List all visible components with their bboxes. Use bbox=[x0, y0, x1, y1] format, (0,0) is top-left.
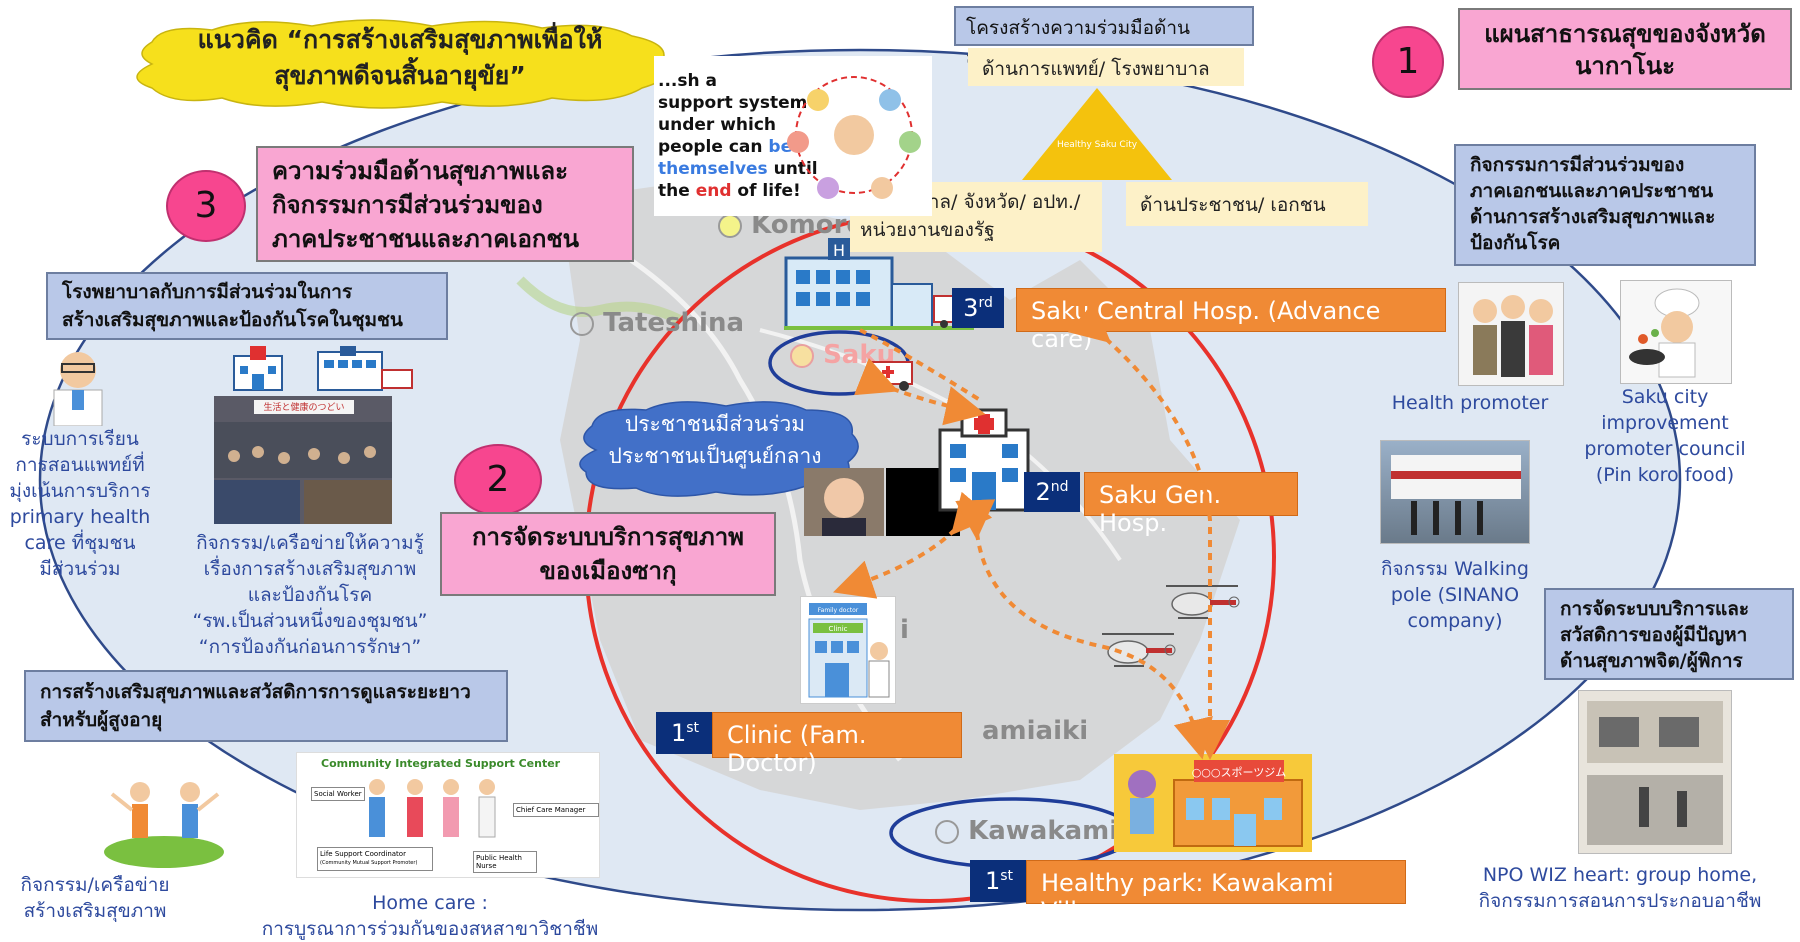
section1-activities: กิจกรรมการมีส่วนร่วมของ ภาคเอกชนและภาคปร… bbox=[1454, 144, 1756, 266]
section2-number: 2 bbox=[454, 444, 542, 516]
svg-text:Family doctor: Family doctor bbox=[818, 607, 859, 614]
section2-title: การจัดระบบบริการสุขภาพ ของเมืองซากุ bbox=[440, 512, 776, 596]
level-1st-clinic-label: Clinic (Fam. Doctor) bbox=[712, 712, 962, 777]
teaching-system-label: ระบบการเรียน การสอนแพทย์ที่ มุ่งเน้นการบ… bbox=[9, 428, 151, 580]
level-1st-park-label: Healthy park: Kawakami Village bbox=[1026, 860, 1406, 925]
map-label-i: i bbox=[900, 615, 909, 645]
section1-number: 1 bbox=[1372, 26, 1444, 98]
support-system-text: ...sh a support system under which peopl… bbox=[658, 71, 818, 201]
sports-gym-image: ○○○スポーツジム bbox=[1114, 754, 1312, 852]
hospital-participation-box: โรงพยาบาลกับการมีส่วนร่วมในการ สร้างเสริ… bbox=[46, 272, 448, 340]
health-promoter-label: Health promoter bbox=[1391, 392, 1549, 414]
health-promotion-network-label: กิจกรรม/เครือข่าย สร้างเสริมสุขภาพ bbox=[20, 874, 170, 922]
exercise-seniors-icon bbox=[104, 782, 224, 868]
section1-title: แผนสาธารณสุขของจังหวัด นากาโนะ bbox=[1458, 8, 1792, 90]
health-promoter-image bbox=[1458, 282, 1564, 386]
section3-title: ความร่วมมือด้านสุขภาพและ กิจกรรมการมีส่ว… bbox=[256, 146, 634, 262]
large-hospital-icon bbox=[317, 346, 413, 391]
structure-medical: ด้านการแพทย์/ โรงพยาบาล bbox=[968, 48, 1244, 86]
home-care-label: Home care : การบูรณาการร่วมกันของสหสาขาว… bbox=[261, 892, 599, 940]
concept-title: แนวคิด “การสร้างเสริมสุขภาพเพื่อให้ สุขภ… bbox=[197, 25, 603, 90]
svg-text:○○○スポーツジム: ○○○スポーツジム bbox=[1192, 766, 1287, 779]
walking-pole-label: กิจกรรม Walking pole (SINANO company) bbox=[1381, 558, 1529, 632]
knowledge-network-label: กิจกรรม/เครือข่ายให้ความรู้ เรื่องการสร้… bbox=[192, 532, 428, 658]
level-3rd-badge: 3rd bbox=[952, 288, 1004, 328]
structure-private: ด้านประชาชน/ เอกชน bbox=[1126, 182, 1368, 226]
doctor-icon bbox=[53, 352, 103, 426]
map-label-kawakami: Kawakami bbox=[935, 816, 1118, 846]
central-hospital-icon: H bbox=[784, 238, 974, 330]
clinic-image: Family doctor Clinic bbox=[800, 596, 896, 704]
structure-title: โครงสร้างความร่วมมือด้านสุขภาพ bbox=[954, 6, 1254, 69]
level-1st-park-badge: 1st bbox=[970, 860, 1028, 902]
small-hospital-icon bbox=[233, 346, 283, 391]
mental-health-box: การจัดระบบบริการและ สวัสดิการของผู้มีปัญ… bbox=[1544, 588, 1794, 680]
elderly-care-box: การสร้างเสริมสุขภาพและสวัสดิการการดูแลระ… bbox=[24, 670, 508, 742]
council-label: Saku city improvement promoter council (… bbox=[1584, 386, 1746, 486]
community-event-photo: 生活と健康のつどい bbox=[214, 396, 392, 524]
section3-number: 3 bbox=[166, 170, 246, 242]
svg-text:Clinic: Clinic bbox=[828, 625, 847, 633]
chef-image bbox=[1620, 280, 1732, 384]
svg-text:H: H bbox=[833, 241, 845, 260]
pyramid-label: Healthy Saku City bbox=[1056, 140, 1138, 150]
npo-label: NPO WIZ heart: group home, กิจกรรมการสอน… bbox=[1478, 864, 1762, 912]
group-home-image bbox=[1578, 690, 1732, 854]
participation-cloud bbox=[579, 401, 859, 497]
level-1st-clinic-badge: 1st bbox=[656, 712, 714, 754]
map-label-tateshina: Tateshina bbox=[570, 308, 744, 338]
community-circle-icon bbox=[787, 76, 921, 199]
participation-cloud-text: ประชาชนมีส่วนร่วม ประชาชนเป็นศูนย์กลาง bbox=[608, 412, 822, 468]
walking-pole-image bbox=[1380, 440, 1530, 544]
cisc-diagram: Community Integrated Support Center Soci… bbox=[296, 752, 600, 878]
healthy-saku-pyramid bbox=[1022, 88, 1172, 180]
